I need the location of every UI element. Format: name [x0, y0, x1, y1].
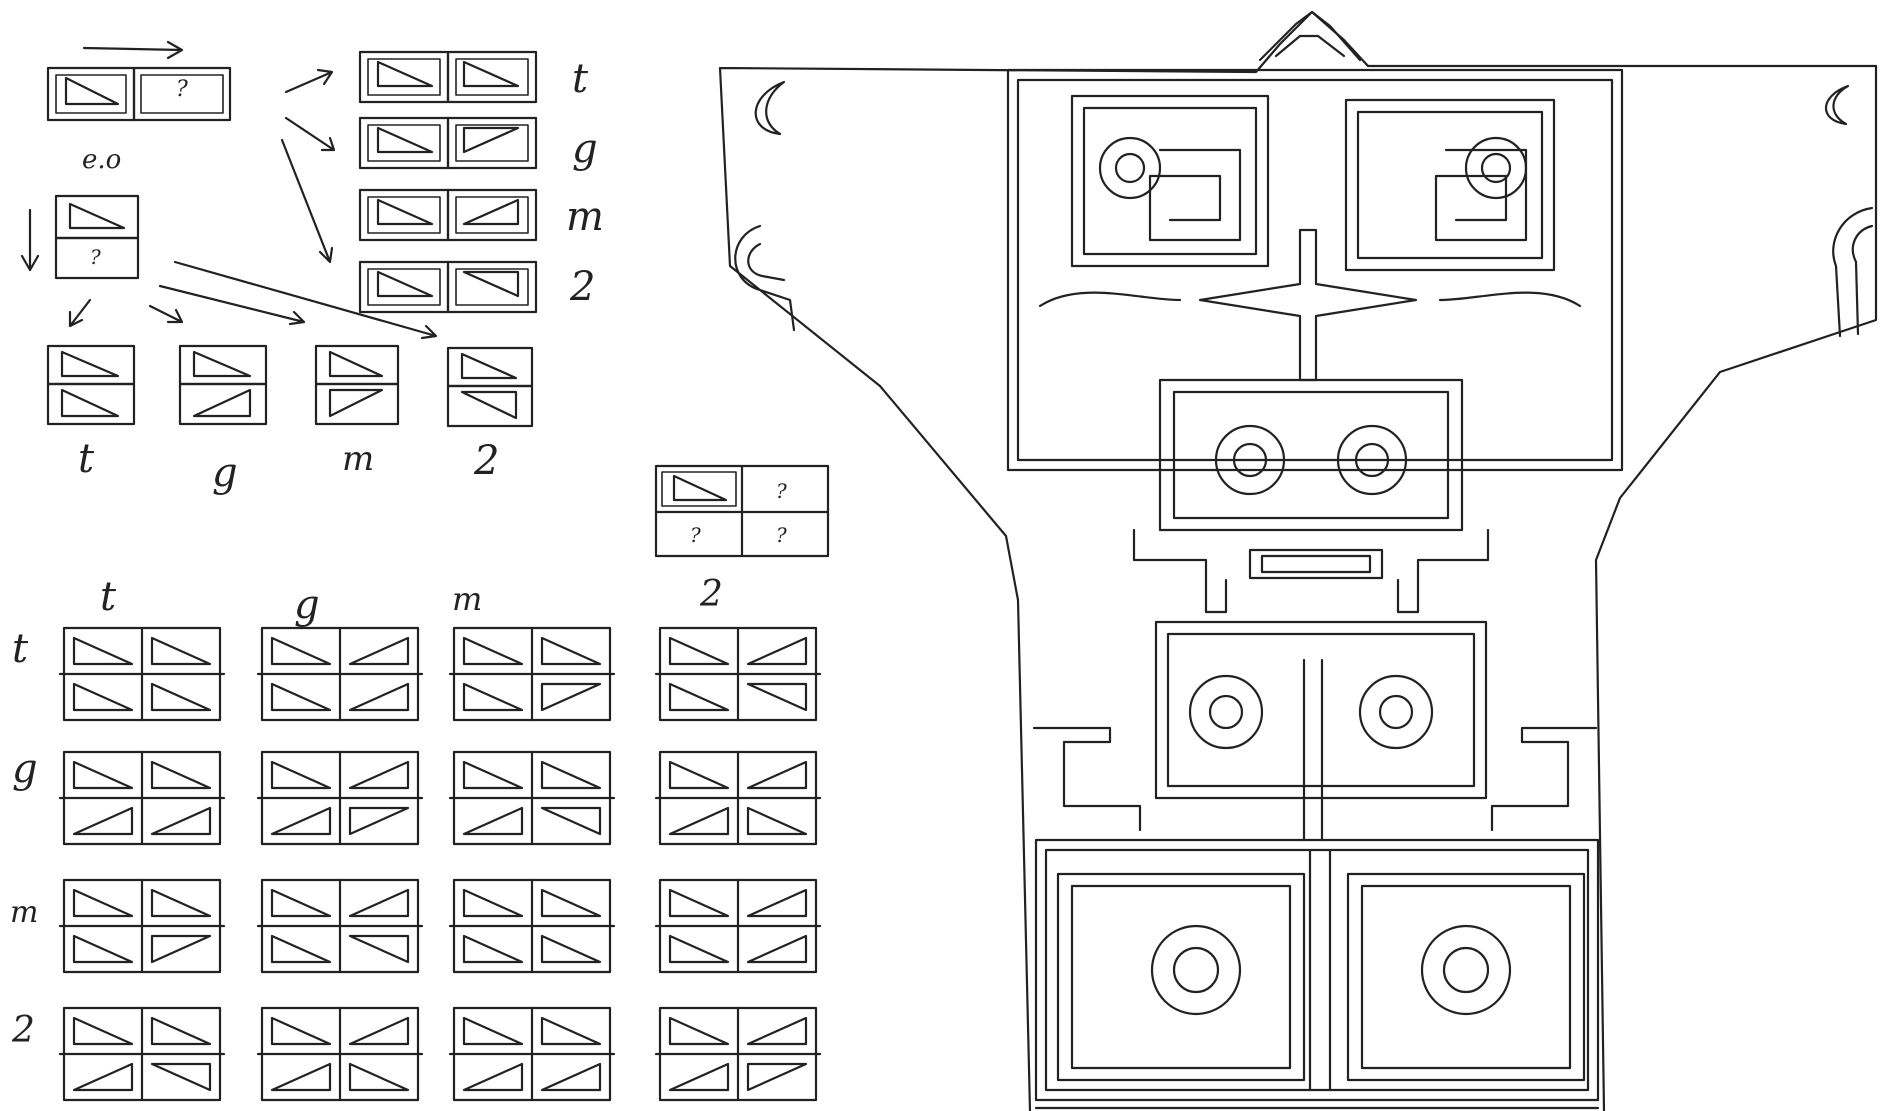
- bottom-label-t: t: [78, 436, 95, 482]
- right-column-pairs: t g m 2: [360, 52, 604, 312]
- robe-drawing: [720, 12, 1876, 1111]
- grid-row-label-m: m: [10, 895, 38, 930]
- grid-cell: [60, 628, 224, 720]
- combination-grid: t g m 2 t g m 2: [10, 574, 820, 1100]
- grid-col-label-g: g: [294, 582, 320, 628]
- question-mark-1: ?: [776, 479, 787, 503]
- grid-col-label-t: t: [100, 574, 117, 620]
- grid-col-label-2: 2: [699, 574, 723, 615]
- grid-cell: [450, 880, 614, 972]
- grid-cells: [60, 628, 820, 1100]
- grid-cell: [258, 628, 422, 720]
- right-row-label-2: 2: [569, 264, 595, 310]
- bottom-label-2: 2: [473, 438, 499, 484]
- vertical-question-mark: ?: [90, 245, 101, 269]
- base-tile-pair: ?: [48, 68, 230, 120]
- grid-cell: [450, 1008, 614, 1100]
- right-row-label-m: m: [566, 194, 604, 240]
- two-by-two-question-tile: ? ? ?: [656, 466, 828, 556]
- grid-col-label-m: m: [452, 580, 482, 618]
- vertical-tile-pair: ?: [56, 196, 138, 278]
- base-label: e.o: [82, 145, 121, 175]
- bottom-row-pairs: t g m 2: [48, 346, 532, 496]
- grid-cell: [258, 880, 422, 972]
- bottom-label-m: m: [342, 439, 374, 479]
- robe-outline: [720, 12, 1876, 1111]
- grid-cell: [258, 752, 422, 844]
- base-question-mark: ?: [176, 77, 188, 102]
- grid-cell: [450, 628, 614, 720]
- grid-cell: [450, 752, 614, 844]
- grid-row-label-2: 2: [11, 1010, 35, 1051]
- grid-cell: [656, 628, 820, 720]
- transform-diagram: ? e.o ?: [22, 42, 604, 496]
- right-row-label-g: g: [572, 126, 598, 172]
- grid-cell: [656, 880, 820, 972]
- grid-cell: [60, 880, 224, 972]
- bottom-label-g: g: [212, 450, 238, 496]
- grid-cell: [60, 752, 224, 844]
- question-mark-2: ?: [690, 523, 701, 547]
- right-row-label-t: t: [572, 56, 589, 102]
- grid-cell: [656, 752, 820, 844]
- grid-row-label-t: t: [12, 626, 29, 672]
- grid-cell: [60, 1008, 224, 1100]
- grid-row-label-g: g: [12, 746, 38, 792]
- question-mark-3: ?: [776, 523, 787, 547]
- grid-cell: [656, 1008, 820, 1100]
- grid-cell: [258, 1008, 422, 1100]
